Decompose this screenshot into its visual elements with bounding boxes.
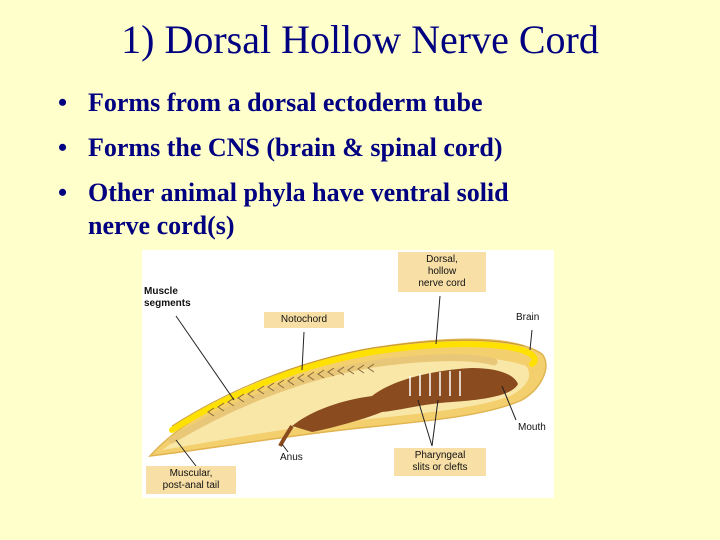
bullet-item: • Forms the CNS (brain & spinal cord): [52, 131, 692, 164]
label-notochord: Notochord: [264, 312, 344, 328]
label-anus: Anus: [280, 452, 303, 463]
label-post-anal-tail: Muscular, post-anal tail: [146, 466, 236, 494]
nerve-cord-shape: [169, 341, 538, 433]
label-muscle-segments: Muscle segments: [144, 286, 191, 309]
nerve-cord-outline: [171, 339, 525, 427]
slide-title: 1) Dorsal Hollow Nerve Cord: [121, 17, 599, 62]
chordate-anatomy-diagram: Dorsal, hollow nerve cord Muscle segment…: [142, 250, 554, 498]
bullet-text: Other animal phyla have ventral solid: [88, 178, 509, 207]
anus-opening: [278, 424, 294, 447]
bullet-item: • Other animal phyla have ventral solid …: [52, 176, 692, 242]
bullet-item: • Forms from a dorsal ectoderm tube: [52, 86, 692, 119]
label-dorsal-hollow-nerve-cord: Dorsal, hollow nerve cord: [398, 252, 486, 292]
bullet-glyph: •: [58, 88, 68, 117]
bullet-text: Forms from a dorsal ectoderm tube: [88, 88, 483, 117]
bullet-glyph: •: [58, 178, 68, 207]
label-brain: Brain: [516, 312, 540, 323]
bullet-list: • Forms from a dorsal ectoderm tube • Fo…: [52, 86, 692, 254]
bullet-text: Forms the CNS (brain & spinal cord): [88, 133, 503, 162]
pharyngeal-slit-marks: [409, 371, 461, 396]
label-mouth: Mouth: [518, 422, 546, 433]
bullet-glyph: •: [58, 133, 68, 162]
label-pharyngeal-slits: Pharyngeal slits or clefts: [394, 448, 486, 476]
leader-lines: [175, 295, 533, 467]
chordate-body-illustration: [148, 295, 547, 467]
bullet-text-continuation: nerve cord(s): [88, 211, 235, 240]
gut-shape: [292, 368, 518, 432]
muscle-segment-chevrons: [207, 363, 375, 417]
